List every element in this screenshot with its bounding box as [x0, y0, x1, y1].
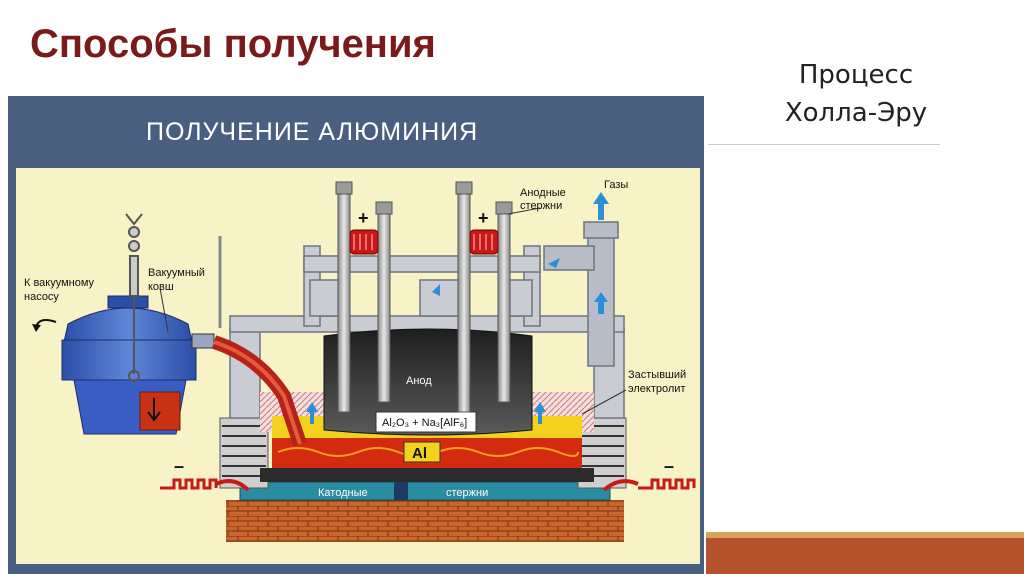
- vacuum-ladle: [61, 295, 215, 435]
- gas-exhaust-duct: [543, 221, 619, 367]
- brick-foundation: [226, 500, 624, 542]
- plus-sign-right: +: [478, 208, 489, 228]
- accent-bar-top: [706, 532, 1024, 538]
- label-anode-rods-1: Анодные: [520, 187, 566, 199]
- plus-sign-left: +: [358, 208, 369, 228]
- label-vacuum-pump-1: К вакуумному: [24, 277, 95, 289]
- subtitle-line-2: Холла-Эру: [784, 98, 928, 128]
- aluminium-label-box: [403, 441, 441, 463]
- anode-rod-caps: [335, 181, 513, 215]
- aluminium-label: Al: [412, 445, 427, 462]
- crane-hook: [125, 213, 143, 382]
- electrolyte-formula-box: [375, 411, 477, 433]
- cathode-lead-right: [602, 478, 696, 492]
- anode-block: [323, 328, 533, 436]
- minus-sign-left: –: [174, 456, 184, 476]
- label-cathode-rods-1: Катодные: [318, 487, 368, 499]
- anode-busbar-clamps: [349, 229, 499, 255]
- cell-bottom-shell: [260, 468, 594, 482]
- subtitle-divider: [708, 144, 940, 145]
- label-vacuum-pump-2: насосу: [24, 291, 59, 303]
- cathode-bar: [239, 481, 611, 501]
- callout-lines: [159, 207, 627, 415]
- accent-bar-bottom: [706, 538, 1024, 574]
- label-anode-rods-2: стержни: [520, 200, 562, 212]
- label-cathode-rods-2: стержни: [446, 487, 488, 499]
- minus-sign-right: –: [664, 456, 674, 476]
- label-vacuum-ladle-1: Вакуумный: [148, 267, 205, 279]
- diagram-heading: ПОЛУЧЕНИЕ АЛЮМИНИЯ: [146, 118, 478, 146]
- label-frozen-electrolyte-1: Застывший: [628, 369, 686, 381]
- anode-label: Анод: [406, 375, 432, 387]
- label-gases: Газы: [604, 179, 628, 191]
- slide-title: Способы получения: [30, 22, 436, 66]
- gas-flow-arrows: [306, 192, 609, 424]
- slide-subtitle: Процесс Холла-Эру: [756, 56, 956, 132]
- label-vacuum-ladle-2: ковш: [148, 281, 174, 293]
- aluminium-production-diagram: ПОЛУЧЕНИЕ АЛЮМИНИЯ Анод Al₂: [8, 96, 704, 574]
- cathode-lead-left: [160, 478, 250, 492]
- electrolyte-formula: Al₂O₃ + Na₃[AlF₆]: [382, 417, 467, 429]
- label-frozen-electrolyte-2: электролит: [628, 383, 685, 395]
- subtitle-line-1: Процесс: [798, 60, 914, 90]
- anode-rods: [337, 191, 511, 413]
